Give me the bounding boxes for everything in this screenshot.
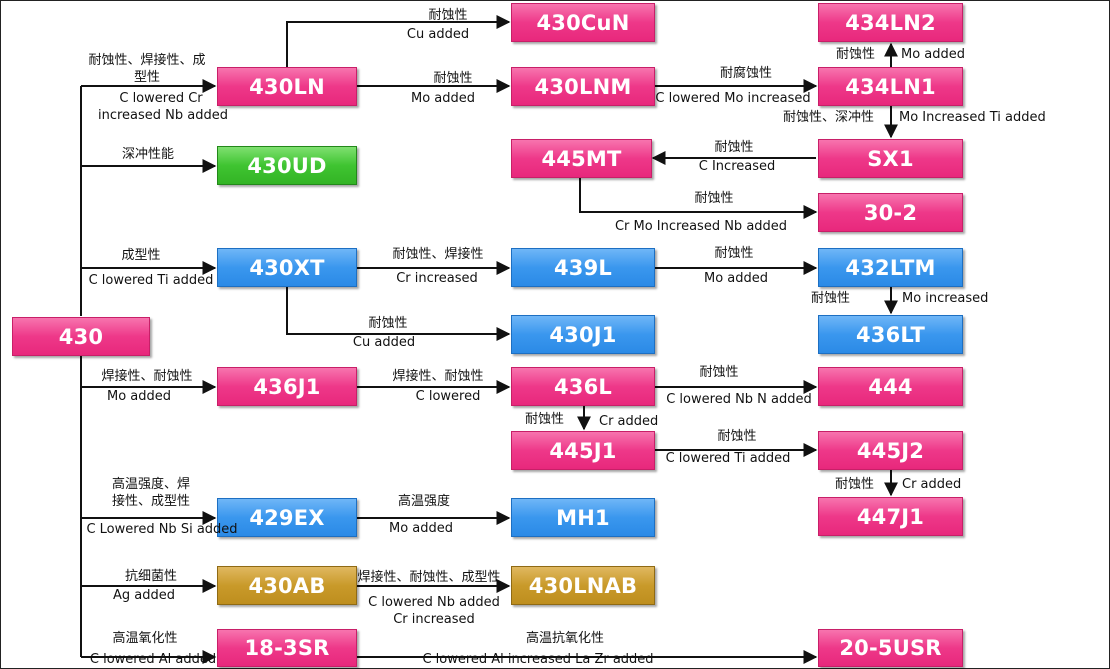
node-430XT[interactable]: 430XT: [217, 248, 357, 287]
edge-label-change: Cr increased: [396, 271, 478, 286]
edge-label-change: Cr added: [902, 477, 962, 492]
edge-label-change: Mo added: [703, 271, 769, 286]
edge-label-change: Cr Mo Increased Nb added: [614, 219, 788, 234]
edge-label-property: 抗细菌性: [124, 569, 178, 584]
edge-label-change: C lowered Mo increased: [655, 91, 811, 106]
node-18-3SR[interactable]: 18-3SR: [217, 629, 357, 667]
edge-label-property: 高温氧化性: [112, 631, 178, 646]
edge-label-property: 耐蚀性: [699, 365, 739, 380]
edge-label-property: 高温强度: [397, 494, 451, 509]
edge-label-property: 耐蚀性: [714, 246, 754, 261]
edge-label-change: C lowered Ti added: [665, 451, 791, 466]
edge-label-property: 成型性: [121, 248, 161, 263]
edge-label-change: C lowered Nb added: [368, 595, 500, 610]
edge-label-property: 焊接性、耐蚀性: [392, 369, 484, 384]
node-430CuN[interactable]: 430CuN: [511, 3, 655, 42]
node-444[interactable]: 444: [818, 367, 963, 406]
edge-label-property: 耐蚀性: [368, 316, 408, 331]
edge-label-property: 耐蚀性、深冲性: [783, 110, 875, 125]
edge-label-property: 耐蚀性: [714, 140, 754, 155]
edge-label-property: 耐蚀性: [836, 47, 876, 62]
edge-label-property: 焊接性、耐蚀性: [101, 369, 193, 384]
node-434LN1[interactable]: 434LN1: [818, 67, 963, 106]
edge-label-change: C lowered: [415, 389, 481, 404]
edge-label-change: C lowered Al increased La Zr added: [422, 652, 654, 667]
edge-label-property: 耐蚀性: [694, 191, 734, 206]
edge-label-change: C Increased: [698, 159, 776, 174]
node-434LN2[interactable]: 434LN2: [818, 3, 963, 42]
node-436LT[interactable]: 436LT: [818, 315, 963, 354]
edge-label-change: increased Nb added: [97, 108, 229, 123]
430LN-to-430CuN: [286, 15, 511, 67]
edge-label-property: 焊接性、耐蚀性、成型性: [357, 570, 501, 585]
node-430J1[interactable]: 430J1: [511, 315, 655, 354]
edge-label-property: 耐蚀性、焊接性: [392, 247, 484, 262]
node-430LNM[interactable]: 430LNM: [511, 67, 655, 106]
node-445J1[interactable]: 445J1: [511, 431, 655, 470]
node-429EX[interactable]: 429EX: [217, 498, 357, 537]
edge-label-property: 深冲性能: [121, 147, 175, 162]
edge-label-change: Mo added: [410, 91, 476, 106]
edge-label-change: Ag added: [113, 588, 175, 603]
edge-label-property: 耐腐蚀性: [719, 66, 773, 81]
node-439L[interactable]: 439L: [511, 248, 655, 287]
edge-label-change: Mo increased: [902, 291, 989, 306]
node-436J1[interactable]: 436J1: [217, 367, 357, 406]
edge-label-property: 耐蚀性: [433, 71, 473, 86]
node-432LTM[interactable]: 432LTM: [818, 248, 963, 287]
edge-label-change: Mo added: [388, 521, 454, 536]
node-MH1[interactable]: MH1: [511, 498, 655, 537]
445MT-to-30-2: [579, 178, 818, 219]
node-SX1[interactable]: SX1: [818, 139, 963, 178]
edge-label-change: Cu added: [352, 335, 416, 350]
node-430LNAB[interactable]: 430LNAB: [511, 566, 655, 605]
node-447J1[interactable]: 447J1: [818, 497, 963, 536]
node-430LN[interactable]: 430LN: [217, 67, 357, 106]
node-20-5USR[interactable]: 20-5USR: [818, 629, 963, 667]
430XT-to-430J1: [286, 287, 511, 341]
edge-label-change: Cr added: [599, 414, 659, 429]
edge-label-property: 高温抗氧化性: [525, 631, 605, 646]
node-445J2[interactable]: 445J2: [818, 431, 963, 470]
node-430AB[interactable]: 430AB: [217, 566, 357, 605]
node-430UD[interactable]: 430UD: [217, 146, 357, 185]
edge-label-change: C Lowered Nb Si added: [86, 522, 238, 537]
edge-label-property: 接性、成型性: [111, 494, 191, 509]
edge-label-change: C lowered Ti added: [88, 273, 214, 288]
edge-label-property: 耐蚀性: [835, 477, 875, 492]
edge-label-property: 高温强度、焊: [111, 477, 191, 492]
edge-label-property: 耐蚀性: [525, 412, 565, 427]
edge-label-property: 型性: [133, 70, 161, 85]
edge-label-property: 耐蚀性: [428, 8, 468, 23]
edge-label-property: 耐蚀性: [717, 429, 757, 444]
node-30-2[interactable]: 30-2: [818, 193, 963, 232]
node-436L[interactable]: 436L: [511, 367, 655, 406]
node-445MT[interactable]: 445MT: [511, 139, 652, 178]
edge-label-change: C lowered Cr: [119, 91, 203, 106]
edge-label-change: Cu added: [406, 27, 470, 42]
edge-label-change: Mo Increased Ti added: [899, 110, 1046, 125]
edge-label-change: Mo added: [106, 389, 172, 404]
edge-label-property: 耐蚀性: [811, 291, 851, 306]
edge-label-change: Mo added: [901, 47, 966, 62]
edge-label-property: 耐蚀性、焊接性、成: [88, 53, 206, 68]
edge-label-change: Cr increased: [393, 612, 475, 627]
edge-label-change: C lowered Nb N added: [666, 392, 812, 407]
edge-label-change: C lowered Al added: [89, 652, 217, 667]
node-430[interactable]: 430: [12, 317, 150, 356]
